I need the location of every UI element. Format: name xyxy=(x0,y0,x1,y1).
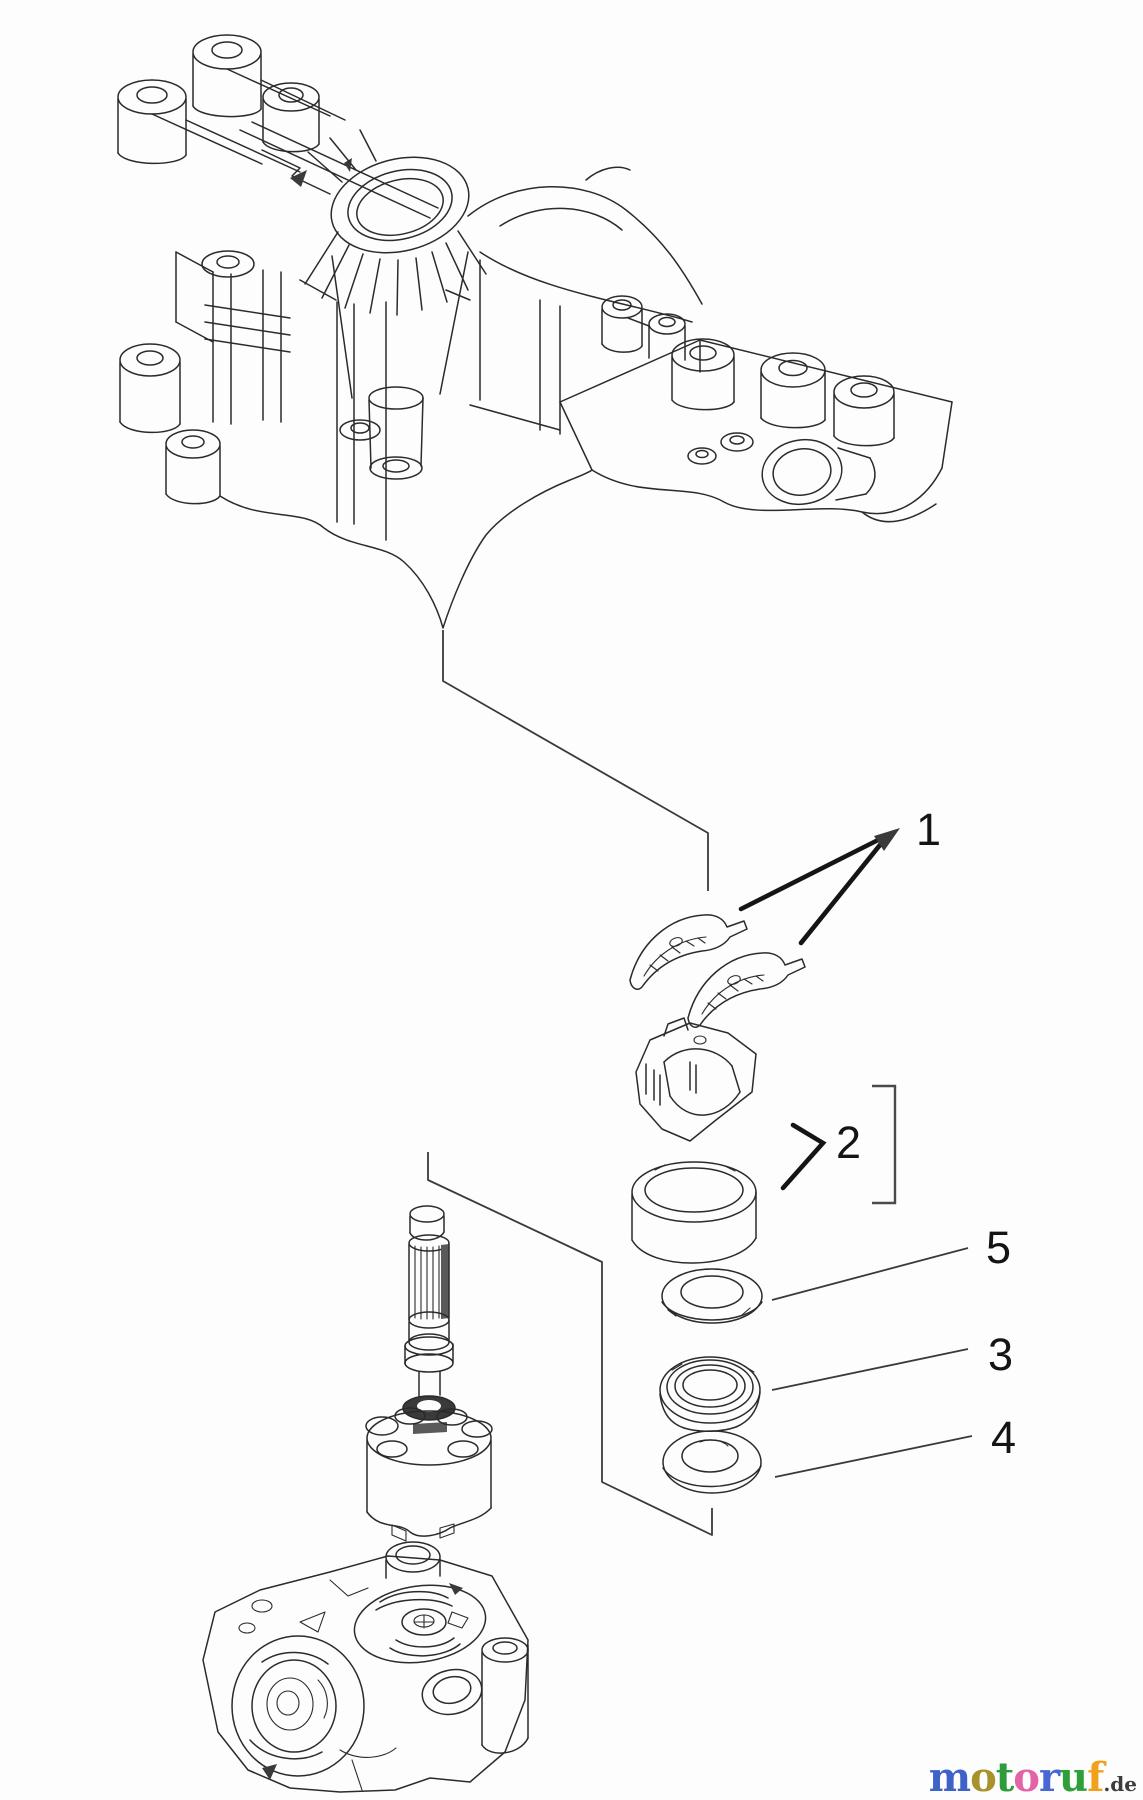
watermark-letter: m xyxy=(928,1754,971,1800)
callout-2-arrow xyxy=(780,1122,827,1191)
bearing-cap xyxy=(635,1017,757,1142)
watermark-letter: t xyxy=(995,1754,1015,1800)
callout-3-label: 3 xyxy=(988,1329,1013,1380)
bearing-shell-lower xyxy=(687,952,806,1028)
watermark-letter: o xyxy=(1013,1754,1040,1800)
callout-1-arrows xyxy=(738,828,900,946)
pump-shaft xyxy=(402,1205,456,1434)
watermark-letter: o xyxy=(970,1754,997,1800)
watermark-letter: r xyxy=(1038,1754,1060,1800)
callout-2-bracket xyxy=(872,1084,897,1205)
watermark-letter: f xyxy=(1087,1754,1104,1800)
leader-part5 xyxy=(771,1247,969,1301)
bearing-sleeve xyxy=(631,1161,757,1264)
callout-1-label: 1 xyxy=(916,804,941,855)
leader-part3 xyxy=(771,1348,969,1391)
thrust-washer-part5 xyxy=(661,1268,763,1324)
watermark-letter: u xyxy=(1059,1754,1088,1800)
case-leader-line xyxy=(442,630,709,891)
cylinder-block-assembly xyxy=(365,1407,493,1542)
arrowhead-icon xyxy=(874,828,900,851)
callout-5-label: 5 xyxy=(986,1222,1011,1273)
bearing-shell-upper xyxy=(629,914,748,990)
transaxle-case-drawing xyxy=(117,34,953,629)
callout-2-label: 2 xyxy=(836,1117,861,1168)
shaft-assembly-leader-line xyxy=(427,1152,713,1536)
leader-part4 xyxy=(774,1435,973,1478)
watermark-logo: motoruf.de xyxy=(929,1758,1137,1798)
seal-washer-part4 xyxy=(662,1430,762,1494)
watermark-suffix: .de xyxy=(1103,1772,1137,1796)
ball-bearing-part3 xyxy=(659,1356,761,1432)
callout-4-label: 4 xyxy=(991,1412,1016,1463)
pump-housing xyxy=(202,1541,529,1793)
